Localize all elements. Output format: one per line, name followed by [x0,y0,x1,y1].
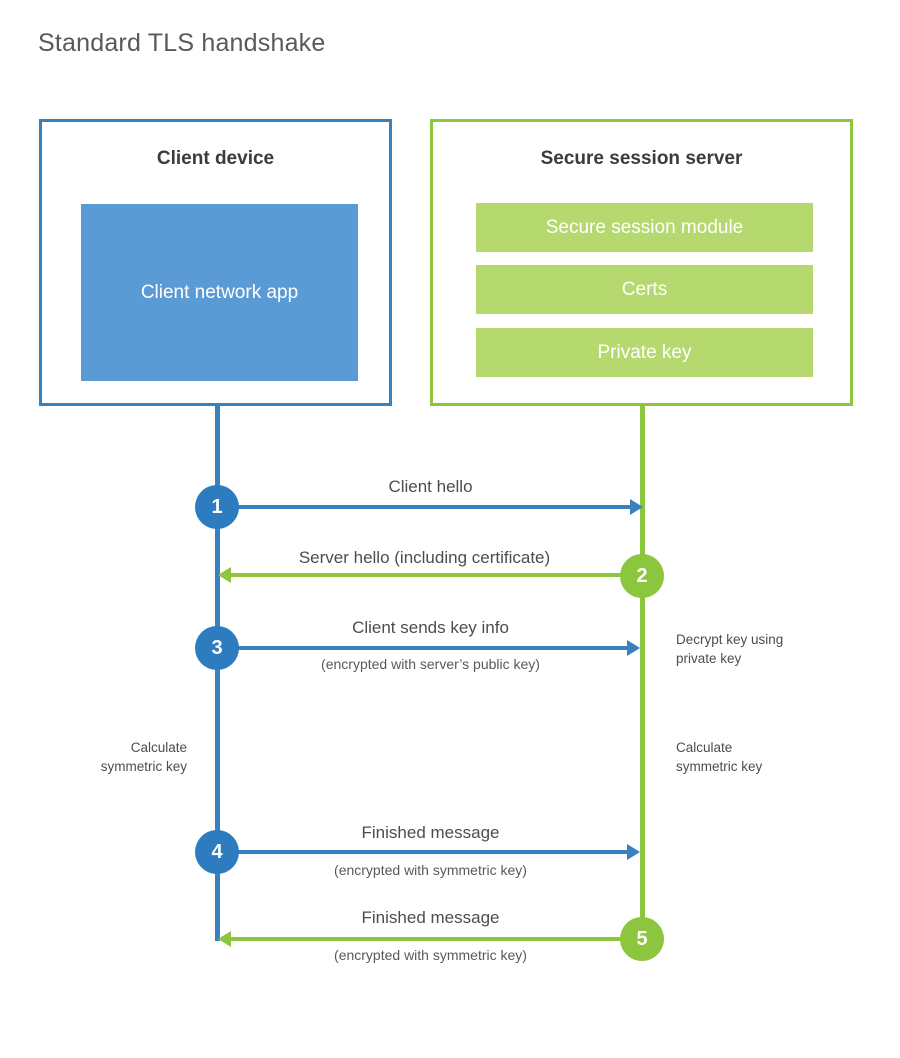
annotation-client-calculate-symmetric-key: Calculate symmetric key [100,740,187,774]
step-3-secondary-text: (encrypted with server’s public key) [321,656,540,672]
step-5-marker[interactable]: 5 [620,917,664,961]
step-2-marker[interactable]: 2 [620,554,664,598]
step-1-marker[interactable]: 1 [195,485,239,529]
secure-session-server-title: Secure session server [540,148,743,169]
step-3-primary-text: Client sends key info [352,618,509,637]
certs-block: Certs [476,265,813,314]
step-5-primary-text: Finished message [361,908,500,927]
step-5-arrow [218,931,626,947]
step-1-label: Client hello [228,477,633,497]
step-2-arrow [218,567,626,583]
step-4-secondary-text: (encrypted with symmetric key) [334,862,527,878]
step-3-secondary-label: (encrypted with server’s public key) [228,656,633,672]
client-network-app-block: Client network app [81,204,358,381]
step-5-secondary-text: (encrypted with symmetric key) [334,947,527,963]
private-key-block: Private key [476,328,813,377]
secure-session-server-box: Secure session server Secure session mod… [430,119,853,406]
step-5-primary-label: Finished message [228,908,633,928]
step-3-marker[interactable]: 3 [195,626,239,670]
step-4-arrow [228,844,640,860]
step-4-primary-text: Finished message [361,823,500,842]
page-title: Standard TLS handshake [38,29,326,57]
step-1-primary-text: Client hello [388,477,473,496]
step-3-primary-label: Client sends key info [228,618,633,638]
secure-session-module-block: Secure session module [476,203,813,252]
step-4-marker[interactable]: 4 [195,830,239,874]
annotation-decrypt-key: Decrypt key using private key [676,632,784,666]
client-device-box: Client device Client network app [39,119,392,406]
step-4-secondary-label: (encrypted with symmetric key) [228,862,633,878]
step-2-label: Server hello (including certificate) [222,548,627,568]
server-lifeline [640,406,645,940]
client-device-title: Client device [156,148,275,169]
step-5-secondary-label: (encrypted with symmetric key) [228,947,633,963]
step-1-arrow [228,499,643,515]
step-4-primary-label: Finished message [228,823,633,843]
step-3-arrow [228,640,640,656]
step-2-primary-text: Server hello (including certificate) [298,548,551,567]
annotation-server-calculate-symmetric-key: Calculate symmetric key [676,740,763,774]
client-lifeline [215,406,220,941]
